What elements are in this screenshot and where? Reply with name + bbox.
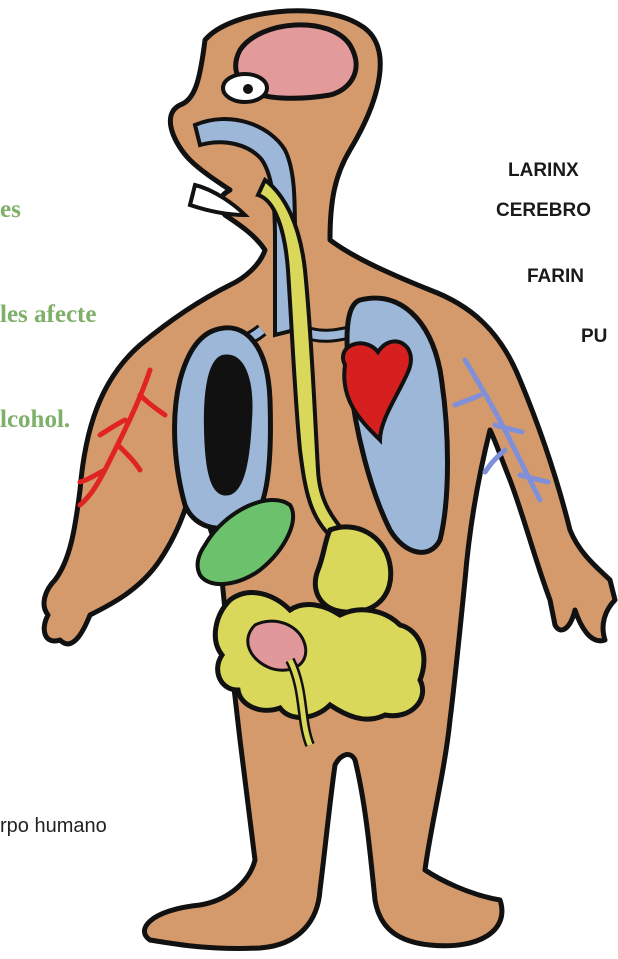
label-pulmon: PU <box>581 326 607 348</box>
intro-text-line-1: es <box>0 192 96 227</box>
pupil <box>243 84 253 94</box>
intro-text-line-3: lcohol. <box>0 402 96 437</box>
intro-text-line-2: les afecte <box>0 297 96 332</box>
label-faringe: FARIN <box>527 266 584 288</box>
stomach <box>315 527 390 612</box>
caption: rpo humano <box>0 815 107 838</box>
intro-text: es les afecte lcohol. <box>0 122 96 472</box>
label-cerebro: CEREBRO <box>496 200 591 222</box>
label-larinx: LARINX <box>508 160 579 182</box>
